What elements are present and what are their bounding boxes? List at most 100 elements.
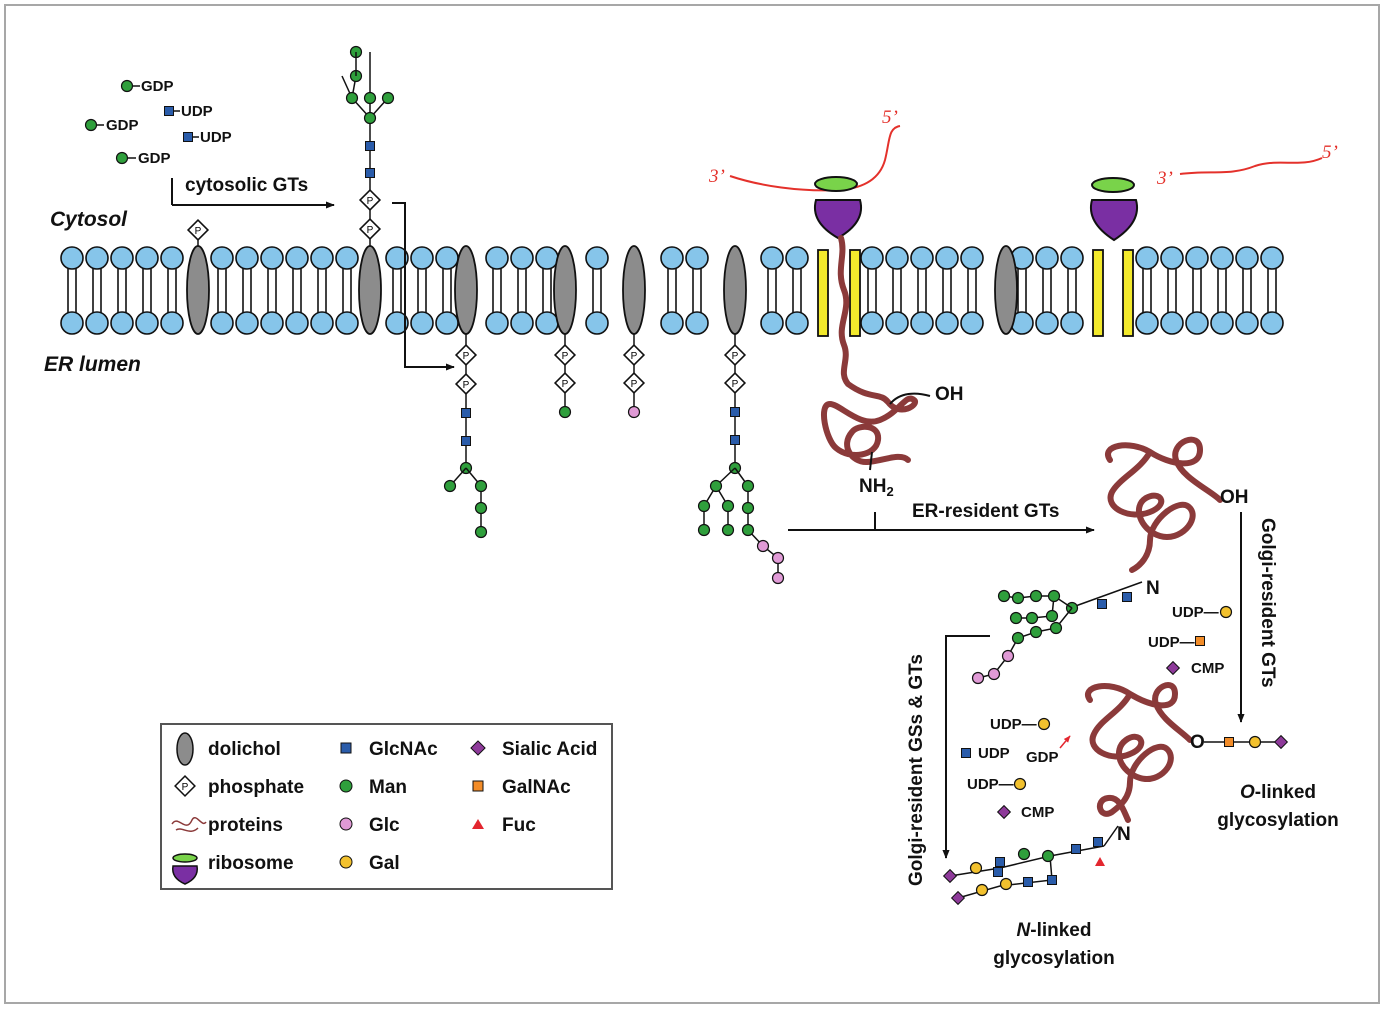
- n-linked-label-line2: glycosylation: [993, 948, 1114, 969]
- mrna-5prime-label-1: 5’: [882, 107, 898, 128]
- man-icon: [1029, 625, 1043, 639]
- lipid-head: [135, 311, 159, 335]
- legend-sialic-acid: Sialic Acid: [502, 739, 597, 760]
- legend-gal: Gal: [369, 853, 400, 874]
- man-icon: [697, 523, 711, 537]
- svg-text:P: P: [463, 380, 470, 391]
- legend-phosphate: phosphate: [208, 777, 304, 798]
- lipid-head: [485, 246, 509, 270]
- lipid-head: [1185, 311, 1209, 335]
- man-icon: [381, 91, 395, 105]
- dolichol-anchors: [186, 245, 1018, 335]
- lipid-head: [760, 246, 784, 270]
- man-icon: [1011, 591, 1025, 605]
- udp-gal-donor-3: UDP—: [967, 776, 1014, 793]
- nh2-label: NH2: [859, 476, 894, 499]
- legend-fuc-icon: [472, 819, 484, 829]
- lipid-head: [1185, 246, 1209, 270]
- lipid-head: [935, 311, 959, 335]
- lipid-head: [1210, 246, 1234, 270]
- man-icon: [345, 91, 359, 105]
- phosphate-icon: [553, 371, 577, 395]
- phosphate-icon: [358, 217, 382, 241]
- lipid-head: [135, 246, 159, 270]
- lipid-head: [960, 246, 984, 270]
- lipid-head: [510, 311, 534, 335]
- o-linked-label: O-linked: [1240, 782, 1316, 803]
- glcnac-icon: [1122, 592, 1132, 602]
- man-icon: [120, 79, 134, 93]
- lipid-head: [1035, 311, 1059, 335]
- glcnac-icon: [1093, 837, 1103, 847]
- er-resident-gts-label: ER-resident GTs: [912, 501, 1059, 522]
- lipid-head: [1135, 311, 1159, 335]
- man-icon: [709, 479, 723, 493]
- man-icon: [443, 479, 457, 493]
- lipid-head: [210, 246, 234, 270]
- glc-icon: [756, 539, 770, 553]
- lipid-head: [585, 311, 609, 335]
- svg-text:P: P: [732, 379, 739, 390]
- lipid-head: [85, 246, 109, 270]
- legend-phosphate-icon: P: [174, 775, 196, 797]
- gal-icon: [999, 877, 1013, 891]
- man-icon: [1041, 849, 1055, 863]
- man-icon: [1049, 621, 1063, 635]
- legend-man: Man: [369, 777, 407, 798]
- lipid-head: [1260, 311, 1284, 335]
- lipid-head: [1135, 246, 1159, 270]
- lipid-head: [685, 246, 709, 270]
- phosphate-icon: [454, 343, 478, 367]
- svg-text:P: P: [562, 351, 569, 362]
- n-label-1: N: [1146, 578, 1160, 599]
- dolichol-anchor: [358, 245, 382, 335]
- lipid-head: [1160, 311, 1184, 335]
- mrna-3prime-label-2: 3’: [1156, 168, 1173, 189]
- glcnac-icon: [1097, 599, 1107, 609]
- glc-icon: [771, 571, 785, 585]
- udp-gal-donor-2: UDP—: [990, 716, 1037, 733]
- lipid-head: [885, 311, 909, 335]
- glcnac-icon: [961, 748, 971, 758]
- man-icon: [741, 501, 755, 515]
- gdp-label-1: GDP: [141, 78, 174, 95]
- lipid-head: [260, 311, 284, 335]
- phosphate-icon: [622, 371, 646, 395]
- phosphate-icon: [186, 218, 210, 242]
- gal-icon: [975, 883, 989, 897]
- lipid-head: [310, 246, 334, 270]
- glcnac-icon: [1071, 844, 1081, 854]
- dolichol-anchor: [553, 245, 577, 335]
- glcnac-icon: [183, 132, 193, 142]
- lipid-head: [335, 246, 359, 270]
- lipid-head: [110, 246, 134, 270]
- lipid-head: [1210, 311, 1234, 335]
- legend-galnac: GalNAc: [502, 777, 571, 798]
- glcnac-icon: [730, 407, 740, 417]
- phosphate-icon: [454, 372, 478, 396]
- glcnac-icon: [1047, 875, 1057, 885]
- gdp-label-3: GDP: [138, 150, 171, 167]
- gal-icon: [1013, 777, 1027, 791]
- dolichol-anchor: [186, 245, 210, 335]
- glc-icon: [987, 667, 1001, 681]
- man-icon: [741, 523, 755, 537]
- o-linked-label-line2: glycosylation: [1217, 810, 1338, 831]
- phosphate-icon: [622, 343, 646, 367]
- udp-label-2: UDP: [200, 129, 232, 146]
- lipid-head: [935, 246, 959, 270]
- sialic-acid-icon: [996, 804, 1012, 820]
- svg-text:P: P: [195, 226, 202, 237]
- man-icon: [1045, 609, 1059, 623]
- glcnac-icon: [995, 857, 1005, 867]
- glcnac-icon: [365, 141, 375, 151]
- lipid-head: [485, 311, 509, 335]
- lipid-head: [535, 311, 559, 335]
- man-icon: [1029, 589, 1043, 603]
- figure-frame: [4, 4, 1380, 1004]
- svg-text:P: P: [367, 196, 374, 207]
- udp-galnac-donor: UDP—: [1148, 634, 1195, 651]
- lipid-head: [235, 311, 259, 335]
- legend-dolichol-icon: [176, 732, 194, 766]
